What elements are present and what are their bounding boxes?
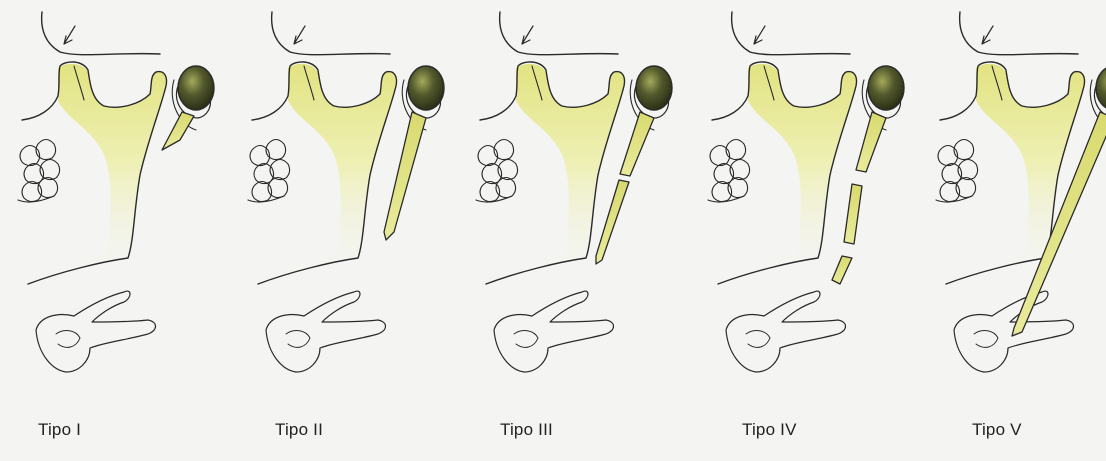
arrow-icon: [64, 26, 75, 44]
panel-tipo-1: [18, 12, 214, 372]
molar-teeth: [18, 140, 60, 203]
hyoid-bone: [494, 291, 614, 372]
hyoid-bone: [266, 291, 386, 372]
condyle: [868, 66, 904, 110]
condyle: [636, 66, 672, 110]
condyle: [178, 66, 214, 110]
skull-base-outline: [732, 12, 850, 55]
condyle: [408, 66, 444, 110]
label-tipo-3: Tipo III: [500, 420, 553, 440]
styloid-process: [162, 112, 194, 150]
label-tipo-4: Tipo IV: [742, 420, 797, 440]
skull-base-outline: [960, 12, 1078, 55]
label-tipo-2: Tipo II: [275, 420, 323, 440]
panel-tipo-5: [936, 12, 1106, 372]
molar-teeth: [708, 140, 750, 203]
skull-base-outline: [42, 12, 160, 55]
skull-base-outline: [272, 12, 390, 55]
label-tipo-1: Tipo I: [38, 420, 81, 440]
arrow-icon: [522, 26, 533, 44]
molar-teeth: [936, 140, 978, 203]
arrow-icon: [754, 26, 765, 44]
styloid-process: [384, 112, 426, 240]
label-tipo-5: Tipo V: [972, 420, 1022, 440]
molar-teeth: [476, 140, 518, 203]
panel-tipo-4: [708, 12, 904, 372]
molar-teeth: [248, 140, 290, 203]
panel-tipo-2: [248, 12, 444, 372]
condyle: [1096, 66, 1106, 110]
hyoid-bone: [726, 291, 846, 372]
panel-tipo-3: [476, 12, 672, 372]
skull-base-outline: [500, 12, 618, 55]
hyoid-bone: [36, 291, 156, 372]
arrow-icon: [294, 26, 305, 44]
arrow-icon: [982, 26, 993, 44]
